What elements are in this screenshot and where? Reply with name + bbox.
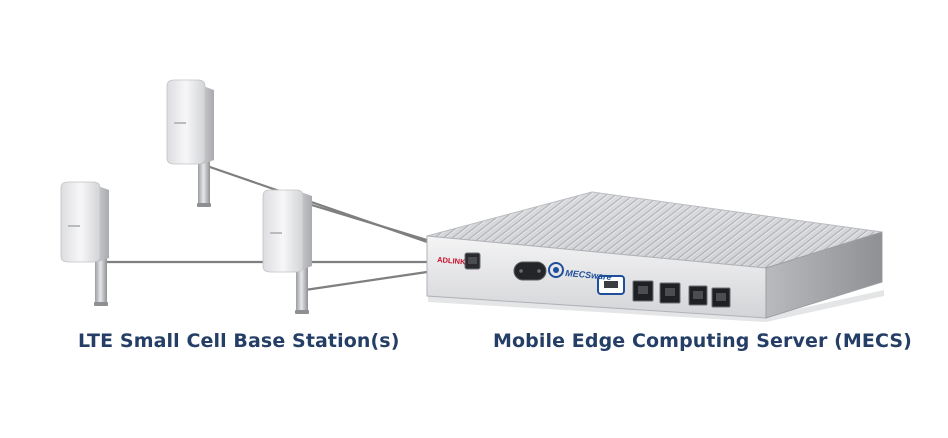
ethernet-port-icon: [632, 280, 731, 308]
mecsware-logo-icon: [548, 262, 564, 278]
mecs-server: ADLINK MECSware: [426, 191, 884, 322]
base-station-middle: [262, 189, 312, 314]
base-station-left: [60, 181, 109, 306]
cable-middle-station-lower: [304, 270, 428, 292]
cable-middle-station-upper: [304, 201, 428, 242]
server-caption: Mobile Edge Computing Server (MECS): [493, 330, 912, 352]
server-port-oval: [513, 261, 547, 281]
server-brand-label: ADLINK: [437, 255, 467, 266]
connection-cables: [105, 164, 428, 292]
server-software-label: MECSware: [565, 268, 612, 282]
base-stations-caption: LTE Small Cell Base Station(s): [78, 330, 400, 352]
base-station-top: [166, 79, 214, 207]
